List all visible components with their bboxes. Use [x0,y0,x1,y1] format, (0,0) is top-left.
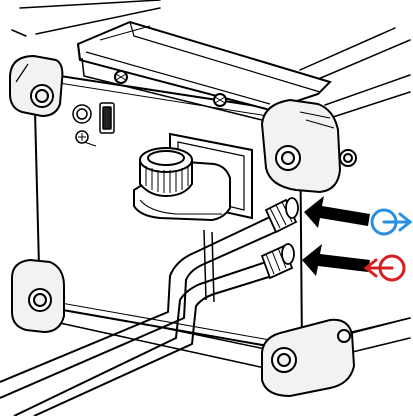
indicator-lamp-icon [72,104,92,124]
water-in-hot-icon [363,254,406,282]
hose-upper [0,215,281,399]
fitting-upper [264,197,299,234]
arrow-upper [304,196,370,228]
fitting-lower [260,243,295,280]
water-in-cold-icon [370,208,413,236]
corner-guard-bottom-right [261,318,356,398]
hose-lower [13,261,273,416]
corner-guard-top-right [260,98,357,194]
control-panel [72,102,115,147]
ground-screw-icon [75,130,97,147]
arrow-lower [302,244,370,276]
corner-guard-bottom-left [11,258,65,334]
reservoir-tank [133,147,231,222]
top-bracket [76,20,332,123]
corner-guard-top-left [9,54,64,118]
rocker-switch-icon [99,102,115,134]
